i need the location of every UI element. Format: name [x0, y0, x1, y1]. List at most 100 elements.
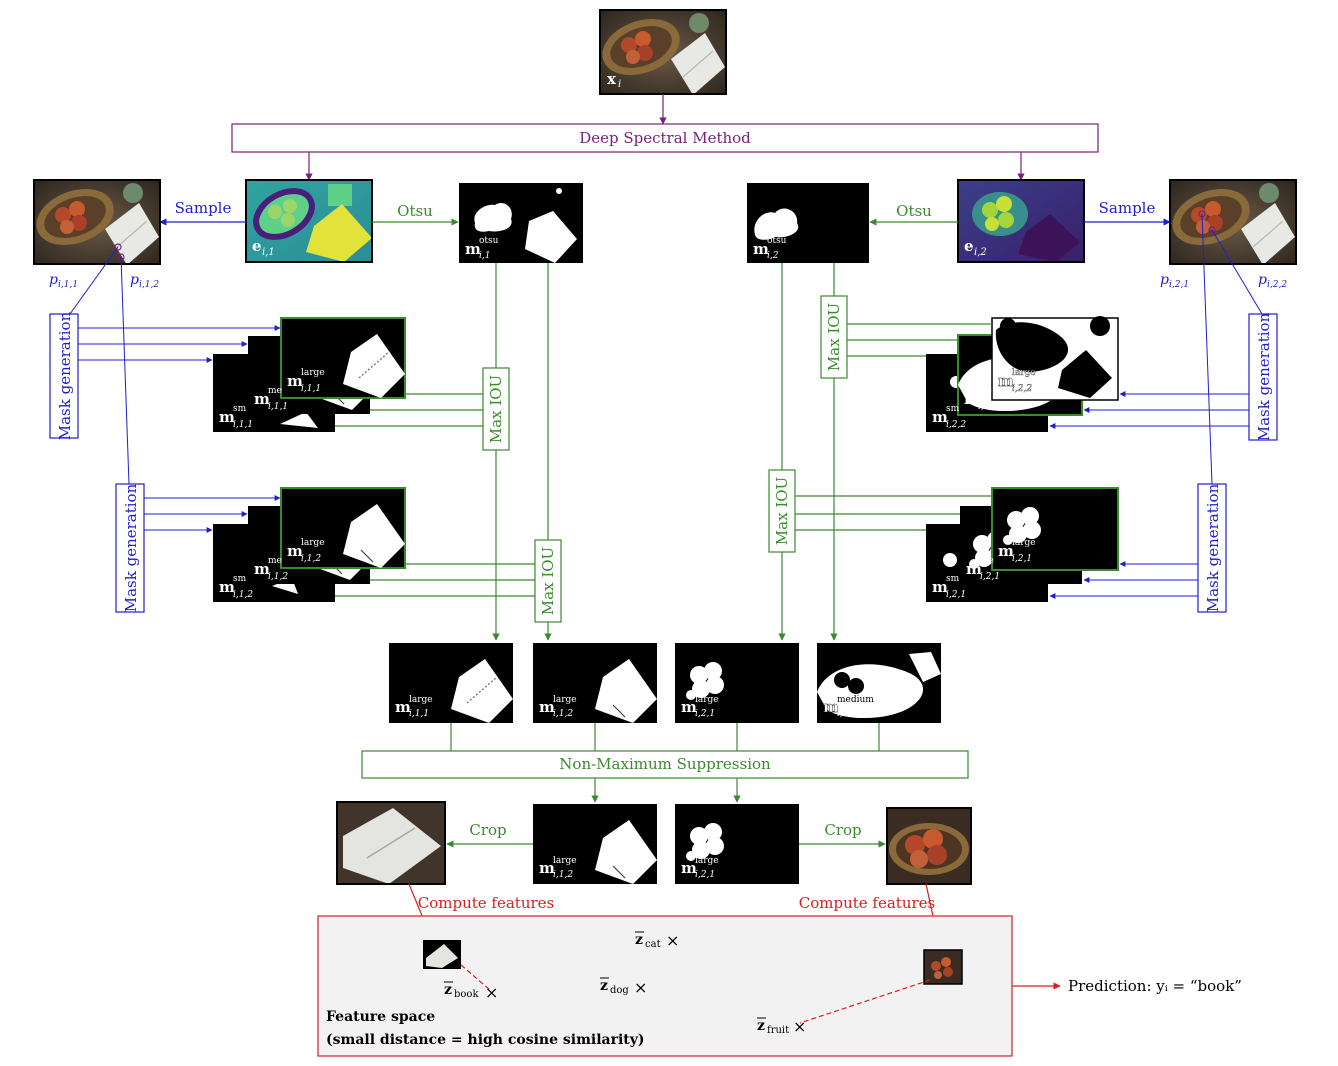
- svg-text:sm: sm: [233, 574, 247, 584]
- svg-text:i,1,2: i,1,2: [301, 554, 321, 564]
- fruit-crop: [886, 807, 972, 885]
- crop-label-right: Crop: [824, 821, 861, 839]
- svg-text:i,1,1: i,1,1: [301, 384, 321, 394]
- selected-mask-121: m large i,2,1: [675, 643, 799, 723]
- svg-text:m: m: [219, 408, 235, 426]
- selected-mask-122: m medium i,2,2: [817, 643, 941, 723]
- max-iou-left-bottom: Max IOU: [335, 263, 562, 641]
- max-iou-right-bottom: Max IOU: [768, 263, 992, 641]
- book-crop: [336, 801, 446, 885]
- selected-mask-112: m large i,1,2: [533, 643, 658, 724]
- svg-text:i,1,1: i,1,1: [409, 709, 429, 719]
- svg-text:m: m: [681, 859, 697, 877]
- mask-generation-label: Mask generation: [122, 483, 140, 612]
- input-image-sub: i: [618, 79, 621, 90]
- point-label-111: p: [49, 272, 58, 288]
- svg-text:m: m: [539, 859, 555, 877]
- fruit-feature-thumb: [923, 949, 963, 985]
- z-cat-marker: ×: [666, 931, 679, 950]
- sample-label-left: Sample: [175, 199, 232, 217]
- svg-text:large: large: [1012, 538, 1036, 548]
- otsu2-sub: i,2: [767, 251, 779, 261]
- sampled-image-right: [1163, 178, 1297, 266]
- z-book-marker: ×: [485, 983, 498, 1002]
- z-dog-marker: ×: [634, 978, 647, 997]
- feature-space-subtitle: (small distance = high cosine similarity…: [326, 1032, 645, 1048]
- feature-space-title: Feature space: [326, 1009, 435, 1025]
- point-label-222: p: [1258, 272, 1267, 288]
- eigen2-sub: i,2: [974, 247, 987, 258]
- mask-generation-label: Mask generation: [56, 311, 74, 440]
- svg-text:i,1,1: i,1,1: [268, 402, 288, 412]
- kept-mask-112: m large i,1,2: [533, 804, 658, 885]
- nms-box: Non-Maximum Suppression: [361, 750, 969, 779]
- otsu2-sup: otsu: [767, 236, 787, 246]
- svg-text:large: large: [301, 538, 325, 548]
- input-image-label: x: [607, 70, 617, 88]
- svg-text:i,1,2: i,1,2: [233, 590, 253, 600]
- prediction-label: Prediction: yᵢ = “book”: [1068, 977, 1242, 995]
- svg-text:me: me: [268, 386, 282, 396]
- z-cat-sub: cat: [645, 939, 661, 950]
- svg-text:m: m: [539, 698, 555, 716]
- eigenvector-1: e i,1: [245, 179, 373, 263]
- otsu-label-right: Otsu: [896, 202, 932, 220]
- svg-text:large: large: [553, 856, 577, 866]
- svg-text:large: large: [409, 695, 433, 705]
- point-sub-111: i,1,1: [58, 280, 78, 290]
- svg-text:m: m: [219, 578, 235, 596]
- eigenvector-2: e i,2: [957, 179, 1085, 263]
- svg-text:medium: medium: [837, 695, 874, 705]
- svg-text:i,1,2: i,1,2: [268, 572, 288, 582]
- nms-label: Non-Maximum Suppression: [559, 755, 771, 773]
- svg-text:m: m: [681, 698, 697, 716]
- svg-text:i,2,1: i,2,1: [695, 870, 715, 880]
- svg-text:i,2,2: i,2,2: [837, 709, 857, 719]
- z-dog: z: [600, 978, 608, 994]
- svg-text:large: large: [1012, 368, 1036, 378]
- svg-text:sm: sm: [946, 574, 960, 584]
- mask-stack-122: m sm i,2,2 m me i,2,2 m large i,2,2: [926, 316, 1119, 432]
- svg-text:large: large: [553, 695, 577, 705]
- z-fruit-sub: fruit: [767, 1025, 789, 1036]
- crop-label-left: Crop: [469, 821, 506, 839]
- max-iou-label: Max IOU: [487, 375, 505, 443]
- otsu-mask-2: m otsu i,2: [747, 183, 869, 263]
- eigen2-label: e: [964, 237, 974, 255]
- svg-text:i,2,1: i,2,1: [1012, 554, 1032, 564]
- svg-text:i,1,2: i,1,2: [553, 870, 573, 880]
- point-sub-222: i,2,2: [1267, 280, 1287, 290]
- svg-text:m: m: [998, 372, 1014, 390]
- mask-generation-box-left-bottom: Mask generation: [115, 483, 145, 613]
- deep-spectral-box: Deep Spectral Method: [231, 123, 1099, 153]
- svg-text:large: large: [695, 695, 719, 705]
- point-label-112: p: [130, 272, 139, 288]
- svg-text:sm: sm: [233, 404, 247, 414]
- svg-text:i,2,2: i,2,2: [1012, 384, 1032, 394]
- point-sub-221: i,2,1: [1169, 280, 1189, 290]
- book-feature-thumb: [423, 940, 461, 969]
- otsu2-label: m: [753, 240, 769, 258]
- otsu-label-left: Otsu: [397, 202, 433, 220]
- mask-stack-111: m sm i,1,1 m me i,1,1 m large i,1,1: [213, 317, 406, 432]
- otsu-mask-1: m otsu i,1: [459, 183, 583, 263]
- svg-text:m: m: [287, 372, 303, 390]
- otsu1-label: m: [465, 240, 481, 258]
- eigen1-sub: i,1: [262, 247, 275, 258]
- max-iou-right-top: Max IOU: [820, 263, 992, 641]
- svg-text:m: m: [966, 560, 982, 578]
- sample-label-right: Sample: [1099, 199, 1156, 217]
- compute-features-label-left: Compute features: [418, 894, 554, 912]
- mask-stack-121: m sm i,2,1 m me i,2,1 m large i,2,1: [926, 487, 1119, 602]
- svg-text:i,2,2: i,2,2: [978, 402, 998, 412]
- kept-mask-121: m large i,2,1: [675, 804, 799, 884]
- mask-stack-112: m sm i,1,2 m me i,1,2 m large i,1,2: [213, 487, 406, 602]
- z-book-sub: book: [454, 989, 479, 1000]
- svg-text:m: m: [932, 578, 948, 596]
- sampled-image-left: [27, 178, 161, 266]
- eigen1-label: e: [252, 237, 262, 255]
- max-iou-label: Max IOU: [539, 547, 557, 615]
- svg-text:m: m: [254, 390, 270, 408]
- svg-text:m: m: [287, 542, 303, 560]
